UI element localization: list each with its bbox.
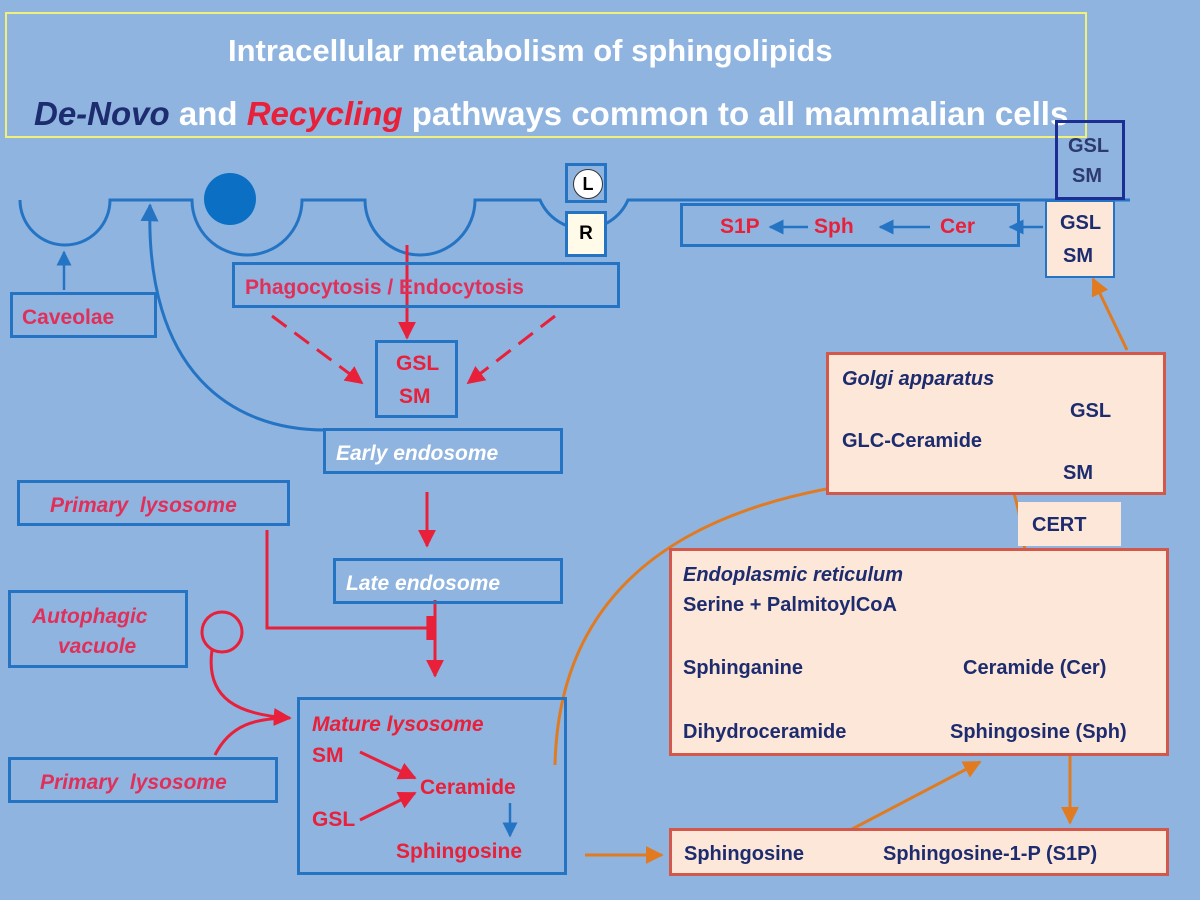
cert-label: CERT	[1032, 514, 1087, 536]
autophagic-label-2: vacuole	[58, 635, 137, 658]
golgi-title: Golgi apparatus	[842, 368, 995, 390]
phagocytosis-label: Phagocytosis / Endocytosis	[245, 276, 524, 299]
title-box	[5, 12, 1087, 138]
golgi-gsl-label: GSL	[1070, 400, 1112, 422]
gsl-sm-outer-box	[1055, 120, 1125, 200]
sm-outer-label: SM	[1072, 165, 1102, 187]
bottom-sphingosine-label: Sphingosine	[684, 843, 804, 865]
gsl-outer-label: GSL	[1068, 135, 1110, 157]
gsl-sm-inner-box	[1045, 200, 1115, 278]
particle-icon	[204, 173, 256, 225]
phagocytosis-box	[232, 262, 620, 308]
mature-lysosome-box	[297, 697, 567, 875]
caveolae-label: Caveolae	[22, 306, 115, 329]
title-rest: pathways common to all mammalian cells	[402, 95, 1069, 132]
ml-sm-label: SM	[312, 744, 344, 767]
er-ceramide-label: Ceramide (Cer)	[963, 657, 1107, 679]
cert-box	[1018, 502, 1121, 546]
er-sphingosine-label: Sphingosine (Sph)	[950, 721, 1127, 743]
title-recycling: Recycling	[246, 95, 403, 132]
caveolae-box	[10, 292, 157, 338]
late-endosome-box	[333, 558, 563, 604]
primary-lysosome-bottom-label: Primary lysosome	[40, 771, 227, 794]
sm-mid-label: SM	[399, 385, 431, 408]
gsl-inner-label: GSL	[1060, 212, 1102, 234]
er-box	[669, 548, 1169, 756]
ml-ceramide-label: Ceramide	[420, 776, 516, 799]
gsl-mid-label: GSL	[396, 352, 440, 375]
sm-inner-label: SM	[1063, 245, 1093, 267]
late-endosome-label: Late endosome	[346, 572, 501, 595]
chain-cer: Cer	[940, 215, 976, 238]
title-line2: De-Novo and Recycling pathways common to…	[34, 95, 1068, 133]
plasma-membrane	[18, 198, 1130, 257]
chain-s1p: S1P	[720, 215, 760, 238]
title-line1: Intracellular metabolism of sphingolipid…	[228, 33, 833, 68]
autophagic-label-1: Autophagic	[32, 605, 148, 628]
R-label: R	[579, 223, 593, 244]
er-dihydro-label: Dihydroceramide	[683, 721, 847, 743]
chain-sph: Sph	[814, 215, 854, 238]
primary-lysosome-top-label: Primary lysosome	[50, 494, 237, 517]
autophagic-vacuole-icon	[200, 610, 244, 654]
er-sphinganine-label: Sphinganine	[683, 657, 803, 679]
degradation-chain-box	[680, 203, 1020, 247]
R-marker-box: R	[565, 211, 607, 257]
golgi-glc-label: GLC-Ceramide	[842, 430, 983, 452]
title-de-novo: De-Novo	[34, 95, 170, 132]
autophagic-vacuole-box	[8, 590, 188, 668]
gsl-sm-mid-box	[375, 340, 458, 418]
golgi-box	[826, 352, 1166, 495]
ml-sphingosine-label: Sphingosine	[396, 840, 522, 863]
mature-lysosome-title: Mature lysosome	[312, 713, 484, 736]
er-title: Endoplasmic reticulum	[683, 564, 904, 586]
early-endosome-box	[323, 428, 563, 474]
L-badge: L	[573, 169, 603, 199]
primary-lysosome-top-box	[17, 480, 290, 526]
er-serine-label: Serine + PalmitoylCoA	[683, 594, 897, 616]
golgi-sm-label: SM	[1063, 462, 1093, 484]
L-marker-box: L	[565, 163, 607, 203]
s1p-box	[669, 828, 1169, 876]
early-endosome-label: Early endosome	[336, 442, 499, 465]
bottom-s1p-label: Sphingosine-1-P (S1P)	[883, 843, 1098, 865]
primary-lysosome-bottom-box	[8, 757, 278, 803]
ml-gsl-label: GSL	[312, 808, 356, 831]
title-and: and	[169, 95, 247, 132]
